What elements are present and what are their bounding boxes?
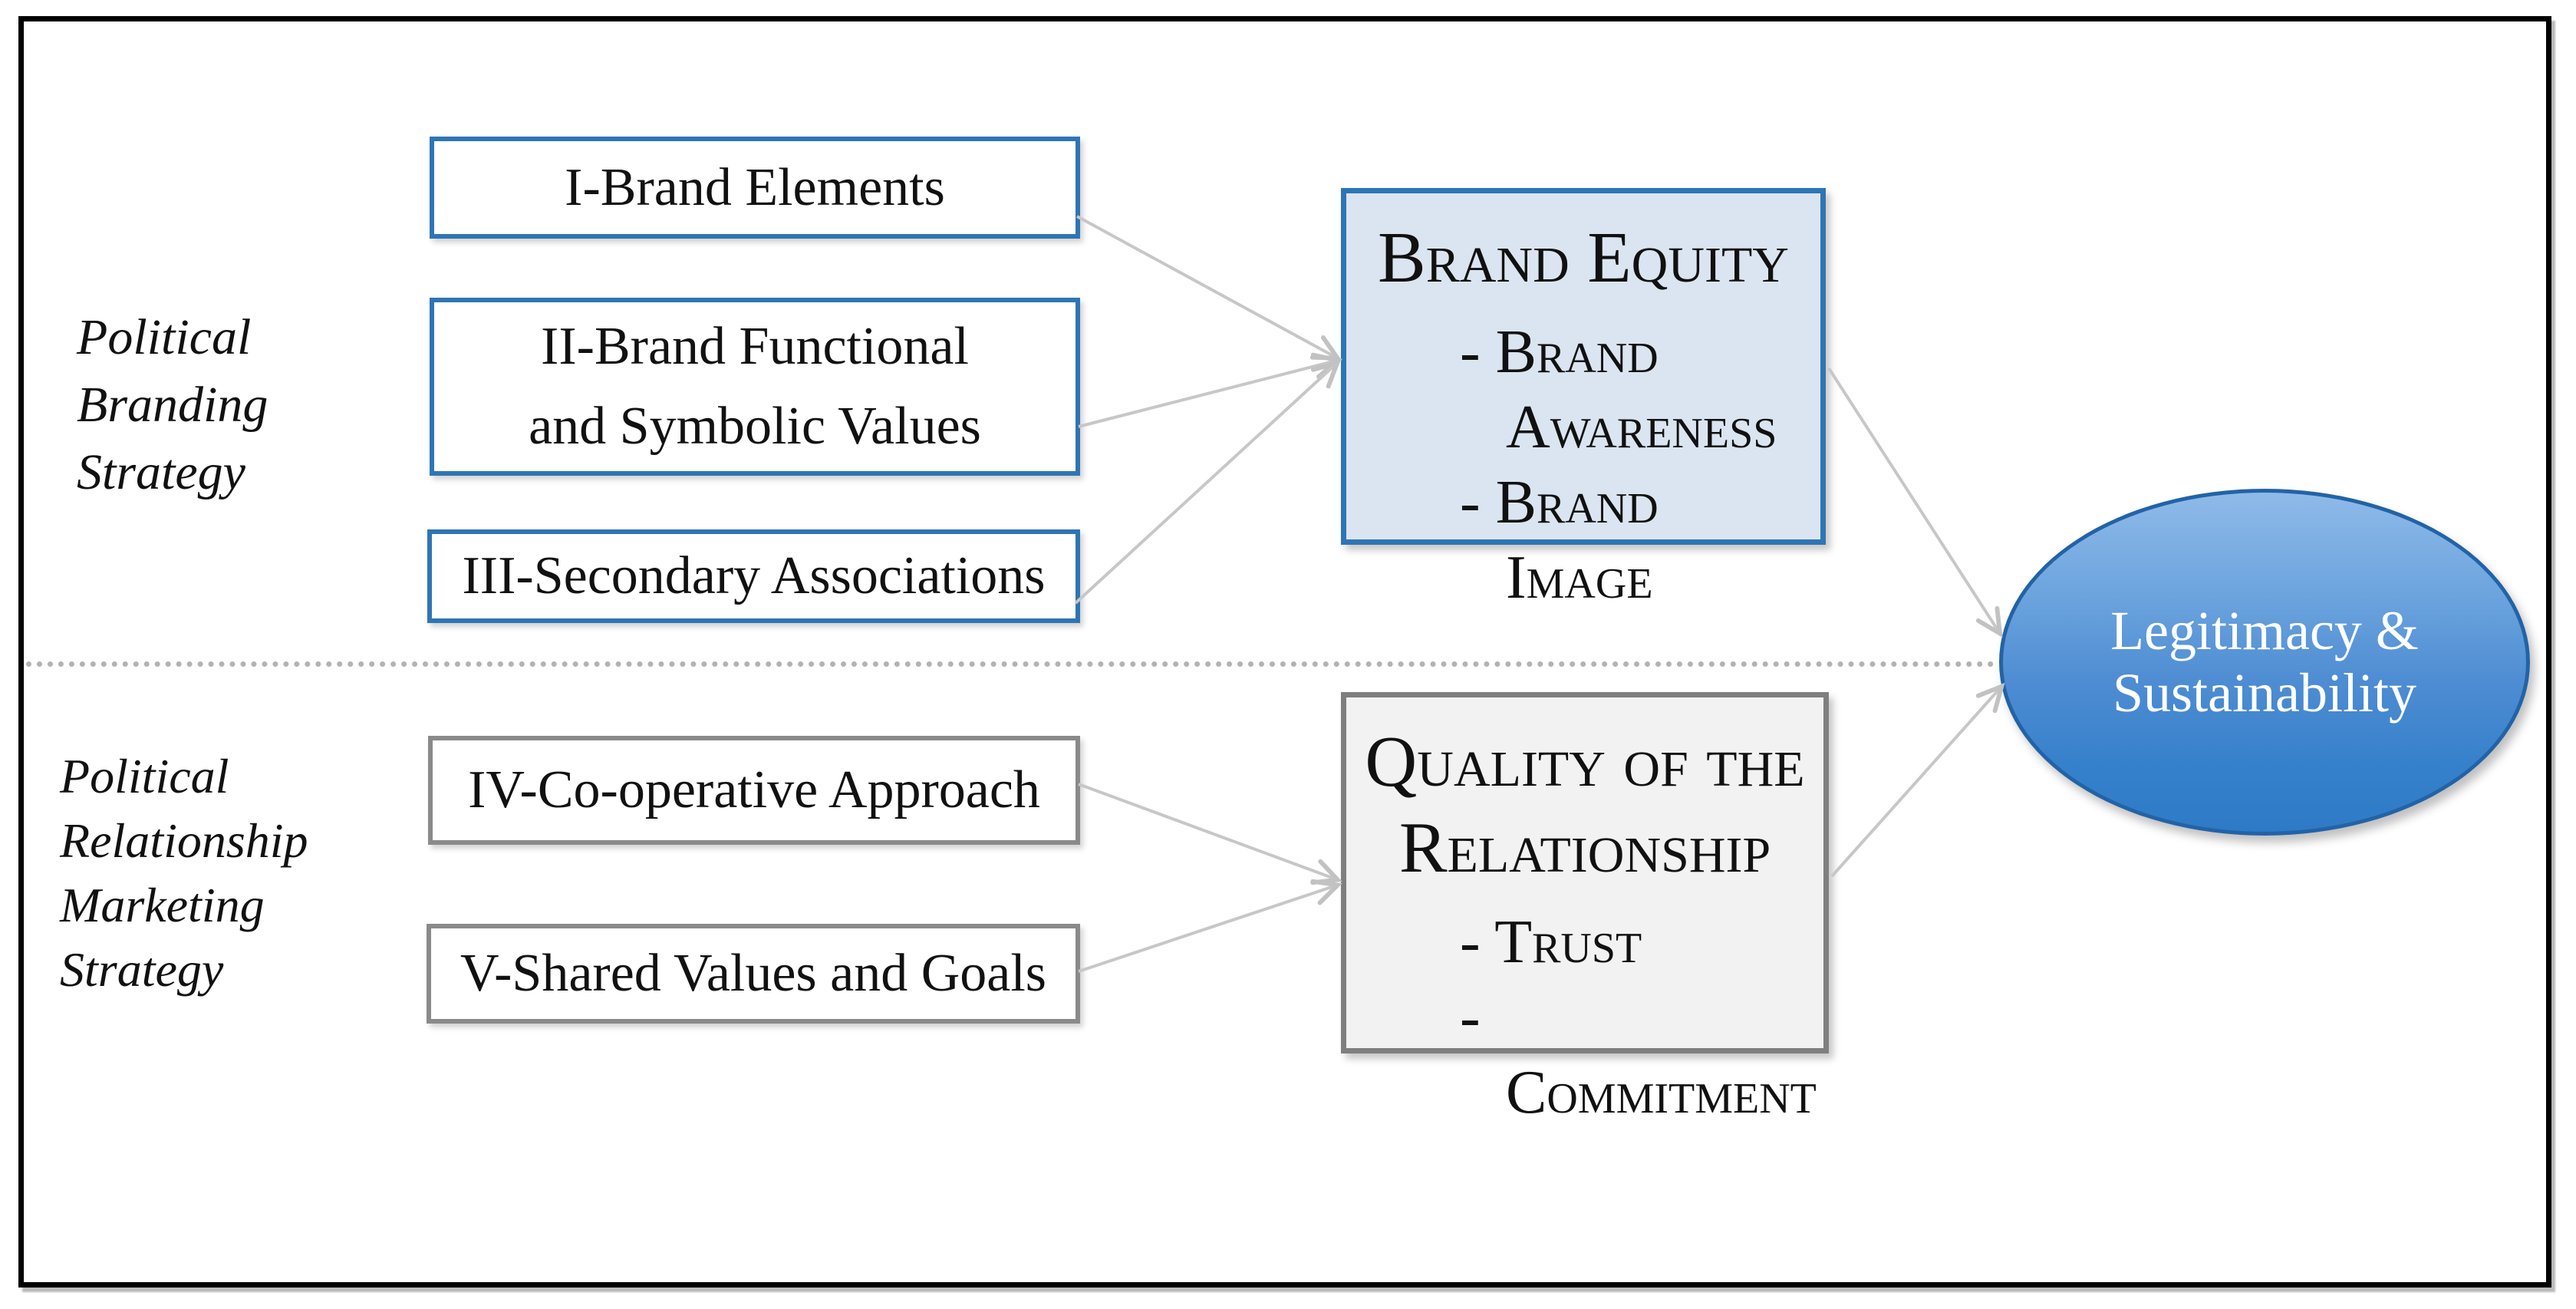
- arrow-quality-to-legitimacy: [1830, 682, 2005, 878]
- box-brand-equity: Brand Equity - Brand Awareness - Brand I…: [1341, 188, 1826, 612]
- arrow-secondary-associations-to-brand-equity: [1074, 359, 1342, 605]
- brand-equity-item: - Brand Image: [1460, 469, 1659, 612]
- quality-item: - Trust: [1460, 908, 1642, 976]
- brand-equity-item: - Brand Awareness: [1460, 318, 1777, 461]
- box-secondary-associations: III-Secondary Associations: [427, 529, 1080, 623]
- arrow-cooperative-approach-to-quality: [1078, 783, 1342, 885]
- side-label-line: Marketing: [60, 878, 265, 932]
- box-label-line2: and Symbolic Values: [529, 397, 981, 456]
- box-shared-values-goals: V-Shared Values and Goals: [427, 924, 1080, 1024]
- box-label: III-Secondary Associations: [462, 546, 1046, 605]
- side-label-political-relationship-marketing-strategy: Political Relationship Marketing Strateg…: [60, 744, 308, 1002]
- brand-equity-title: Brand Equity: [1378, 218, 1789, 298]
- outer-frame: [18, 16, 2551, 1288]
- arrow-shared-values-to-quality: [1078, 879, 1342, 973]
- ellipse-legitimacy-sustainability: Legitimacy & Sustainability: [1999, 489, 2530, 836]
- arrow-brand-elements-to-brand-equity: [1076, 215, 1342, 361]
- arrow-brand-equity-to-legitimacy: [1827, 367, 2003, 638]
- ellipse-label: Legitimacy & Sustainability: [2110, 600, 2419, 724]
- quality-item-list: - Trust - Commitment: [1346, 905, 1823, 1130]
- box-label: I-Brand Elements: [565, 157, 945, 217]
- arrow-functional-values-to-brand-equity: [1078, 352, 1343, 428]
- side-label-line: Branding: [77, 377, 268, 433]
- quality-title: Quality of the Relationship: [1365, 722, 1805, 888]
- side-label-line: Political: [77, 309, 252, 365]
- box-brand-elements: I-Brand Elements: [430, 137, 1080, 239]
- box-label-line1: II-Brand Functional: [541, 317, 969, 376]
- side-label-line: Strategy: [77, 444, 245, 500]
- quality-item: - Commitment: [1460, 984, 1817, 1126]
- box-cooperative-approach: IV-Co-operative Approach: [428, 736, 1080, 845]
- side-label-line: Relationship: [60, 813, 308, 868]
- side-label-line: Political: [60, 749, 229, 803]
- box-label: IV-Co-operative Approach: [468, 760, 1040, 819]
- side-label-political-branding-strategy: Political Branding Strategy: [77, 304, 268, 506]
- box-label: V-Shared Values and Goals: [460, 944, 1047, 1003]
- box-quality-of-relationship: Quality of the Relationship - Trust - Co…: [1341, 692, 1829, 1126]
- section-divider-dotted-line: [26, 661, 1995, 667]
- box-brand-functional-symbolic-values: II-Brand Functional and Symbolic Values: [430, 298, 1080, 476]
- brand-equity-item-list: - Brand Awareness - Brand Image: [1346, 315, 1820, 615]
- side-label-line: Strategy: [60, 942, 224, 997]
